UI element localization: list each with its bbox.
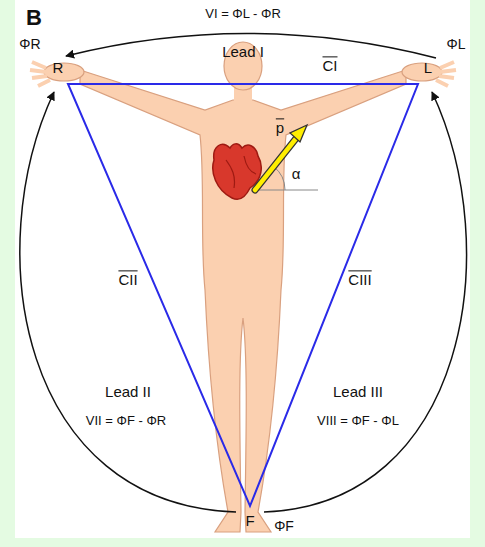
einthoven-triangle [68, 84, 418, 506]
potential-label: ΦR [19, 36, 40, 52]
lead-name: Lead II [105, 383, 151, 400]
reference-line [255, 190, 318, 191]
lead-arc [20, 92, 236, 512]
heart-detail [226, 156, 256, 188]
lead-equation: VIII = ΦF - ΦL [317, 414, 399, 429]
electrode-label: R [53, 59, 64, 76]
angle-label: α [292, 165, 301, 182]
lead-vector-label: CI [323, 57, 338, 74]
electrode-label: L [424, 59, 432, 76]
electrode-label: F [245, 512, 254, 529]
panel-letter: B [26, 5, 42, 30]
potential-label: ΦF [274, 518, 294, 534]
body-silhouette [30, 42, 456, 532]
lead-name: Lead III [333, 383, 383, 400]
lead-arc [264, 92, 467, 512]
lead-name: Lead I [222, 43, 264, 60]
lead-equation: VII = ΦF - ΦR [86, 414, 166, 429]
potential-label: ΦL [447, 36, 466, 52]
lead-vector-label: CIII [348, 271, 371, 288]
lead-vector-label: CII [118, 271, 137, 288]
dipole-label: p [276, 119, 284, 136]
lead-equation: VI = ΦL - ΦR [205, 7, 281, 22]
